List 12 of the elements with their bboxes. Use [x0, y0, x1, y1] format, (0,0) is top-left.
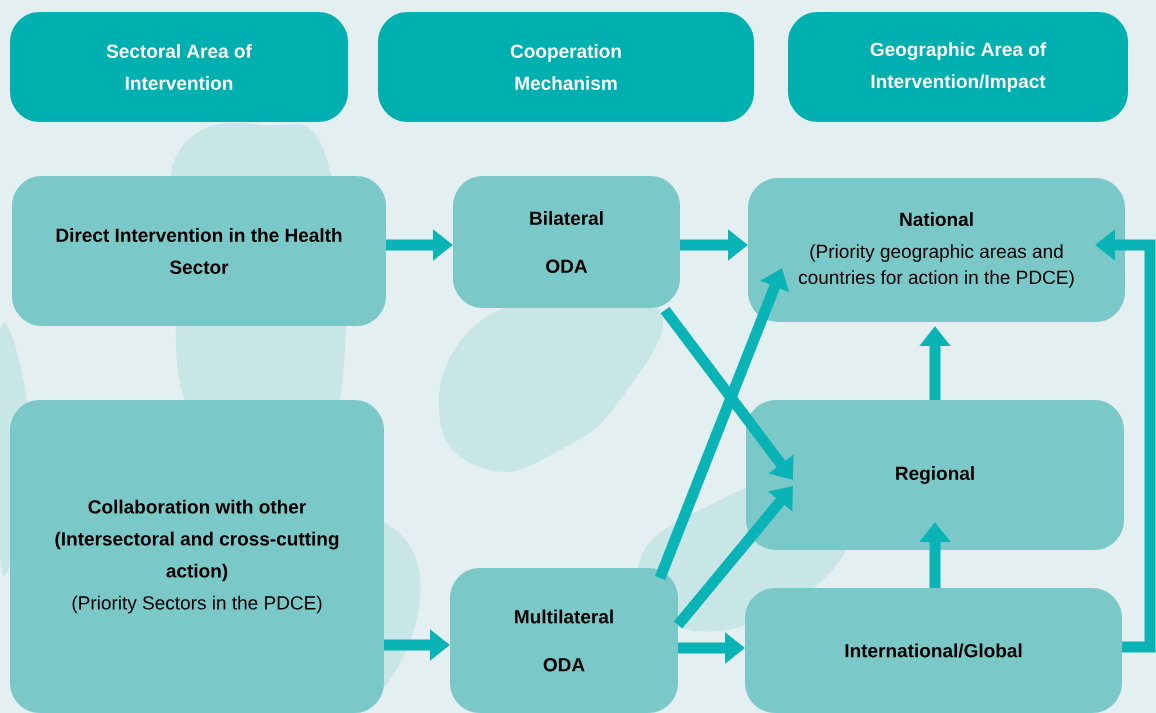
process-box: National (Priority geographic areas and countries for action in the PDCE) — [748, 178, 1125, 322]
column-header: Cooperation Mechanism — [378, 12, 754, 122]
column-header: Sectoral Area of Intervention — [10, 12, 348, 122]
arrow — [673, 486, 793, 629]
process-box: Regional — [746, 400, 1124, 550]
arrow — [660, 306, 794, 480]
column-header: Geographic Area of Intervention/Impact — [788, 12, 1128, 122]
process-box: International/Global — [745, 588, 1122, 713]
process-box: Bilateral ODA — [453, 176, 680, 308]
process-box: Collaboration with other (Intersectoral and cross-cutting action) (Priority Sectors in the PDCE) — [10, 400, 384, 713]
process-box: Multilateral ODA — [450, 568, 678, 713]
process-box: Direct Intervention in the Health Sector — [12, 176, 386, 326]
